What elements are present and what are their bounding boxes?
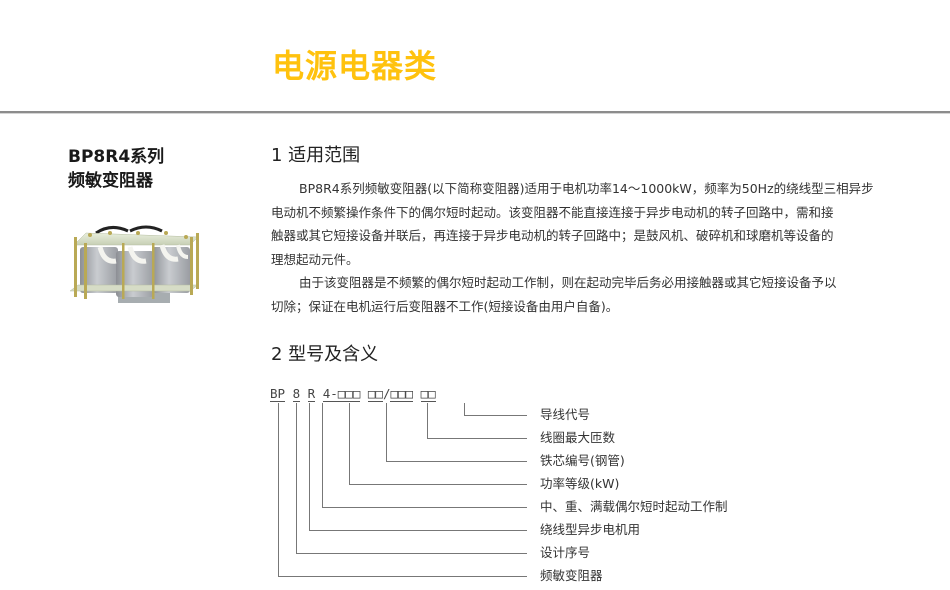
scope-paragraph: BP8R4系列频敏变阻器(以下简称变阻器)适用于电机功率14～1000kW，频率… <box>271 177 874 318</box>
label-max-turns: 线圈最大匝数 <box>540 430 616 445</box>
code-seg-8: 8 <box>292 386 301 402</box>
paragraph-line: 切除；保证在电机运行后变阻器不工作(短接设备由用户自备)。 <box>271 298 619 314</box>
label-design-serial: 设计序号 <box>540 545 591 560</box>
product-name: BP8R4系列 频敏变阻器 <box>68 145 164 193</box>
paragraph-line: 触器或其它短接设备并联后，再连接于异步电动机的转子回路中；是鼓风机、破碎机和球磨… <box>271 228 834 243</box>
section-heading-scope: 1 适用范围 <box>271 145 361 166</box>
label-power-class: 功率等级(kW) <box>540 476 620 491</box>
paragraph-line: BP8R4系列频敏变阻器(以下简称变阻器)适用于电机功率14～1000kW，频率… <box>299 181 874 196</box>
section-heading-model: 2 型号及含义 <box>271 344 379 365</box>
paragraph-line: 电动机不频繁操作条件下的偶尔短时起动。该变阻器不能直接连接于异步电动机的转子回路… <box>271 204 834 220</box>
code-seg-r: R <box>307 386 316 402</box>
label-wire-code: 导线代号 <box>540 407 591 422</box>
code-seg-wire: □□ <box>420 386 436 402</box>
code-seg-core: □□ <box>367 386 383 402</box>
product-series: BP8R4系列 <box>68 147 165 167</box>
product-image <box>69 225 199 303</box>
label-motor-type: 绕线型异步电机用 <box>540 522 641 537</box>
code-seg-turns: □□□ <box>390 386 414 402</box>
code-slash: / <box>382 386 391 401</box>
label-product-type: 频敏变阻器 <box>540 568 603 583</box>
product-type: 频敏变阻器 <box>68 171 153 191</box>
header-separator-shadow <box>0 113 950 114</box>
header-separator <box>0 111 950 113</box>
page-title: 电源电器类 <box>272 47 438 85</box>
model-code: BP 8 R 4-□□□ □□/□□□ □□ <box>270 386 436 402</box>
code-seg-power: □□□ <box>337 386 361 402</box>
label-core-number: 铁芯编号(钢管) <box>540 453 625 468</box>
paragraph-line: 由于该变阻器是不频繁的偶尔短时起动工作制，则在起动完毕后务必用接触器或其它短接设… <box>299 275 837 290</box>
code-seg-4: 4- <box>322 386 338 402</box>
paragraph-line: 理想起动元件。 <box>271 251 359 267</box>
label-duty-type: 中、重、满载偶尔短时起动工作制 <box>540 499 728 514</box>
code-seg-bp: BP <box>270 386 286 402</box>
